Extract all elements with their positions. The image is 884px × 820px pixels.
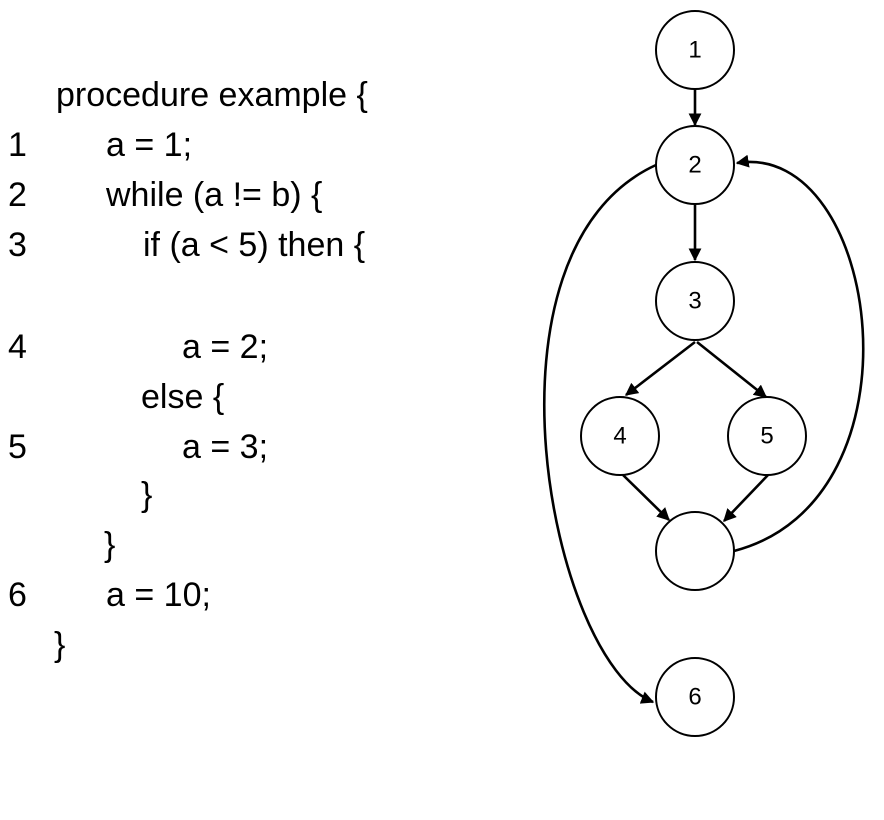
node-2: 2: [655, 125, 735, 205]
code-text: procedure example {: [56, 76, 368, 114]
code-line: 4 a = 2;: [0, 322, 520, 372]
code-text: else {: [141, 378, 225, 416]
edge-4-to-join: [622, 474, 670, 521]
code-text: }: [54, 626, 66, 664]
edge-join-to-2: [733, 154, 865, 553]
code-listing: procedure example { 1 a = 1; 2 while (a …: [0, 70, 520, 670]
node-circle: [655, 10, 735, 90]
line-number: 5: [8, 428, 27, 466]
node-circle: [655, 657, 735, 737]
code-text: a = 10;: [106, 576, 211, 614]
line-number: 6: [8, 576, 27, 614]
code-text: }: [141, 476, 153, 514]
node-label: 3: [688, 287, 701, 314]
node-circle: [580, 396, 660, 476]
line-number: 2: [8, 176, 27, 214]
code-line: 3 if (a < 5) then {: [0, 220, 520, 270]
node-label: 1: [688, 36, 701, 63]
join-node: [655, 511, 735, 591]
node-5: 5: [727, 396, 807, 476]
code-line: 5 a = 3;: [0, 422, 520, 472]
code-line: else {: [0, 372, 520, 422]
node-label: 2: [688, 151, 701, 178]
code-line: }: [0, 470, 520, 520]
code-text: a = 1;: [106, 126, 193, 164]
node-circle: [655, 261, 735, 341]
code-line: 2 while (a != b) {: [0, 170, 520, 220]
control-flow-graph: 1 2 3 4 5 6: [520, 0, 884, 750]
node-label: 4: [613, 422, 626, 449]
node-1: 1: [655, 10, 735, 90]
code-line: procedure example {: [0, 70, 520, 120]
code-line: 1 a = 1;: [0, 120, 520, 170]
line-number: 3: [8, 226, 27, 264]
line-number: 1: [8, 126, 27, 164]
node-circle: [655, 125, 735, 205]
edge-2-to-6: [543, 163, 657, 704]
node-3: 3: [655, 261, 735, 341]
code-text: a = 3;: [182, 428, 269, 466]
code-text: while (a != b) {: [106, 176, 323, 214]
node-4: 4: [580, 396, 660, 476]
edge-5-to-join: [723, 474, 769, 522]
node-circle: [727, 396, 807, 476]
node-6: 6: [655, 657, 735, 737]
node-label: 5: [760, 422, 773, 449]
code-line: 6 a = 10;: [0, 570, 520, 620]
code-line: }: [0, 620, 520, 670]
node-label: 6: [688, 683, 701, 710]
code-text: a = 2;: [182, 328, 269, 366]
node-circle: [655, 511, 735, 591]
line-number: 4: [8, 328, 27, 366]
code-text: }: [104, 526, 116, 564]
edge-3-to-4: [624, 340, 696, 397]
graph-canvas: 1 2 3 4 5 6: [543, 10, 865, 737]
edge-3-to-5: [696, 340, 768, 399]
code-text: if (a < 5) then {: [143, 226, 366, 264]
code-line: }: [0, 520, 520, 570]
